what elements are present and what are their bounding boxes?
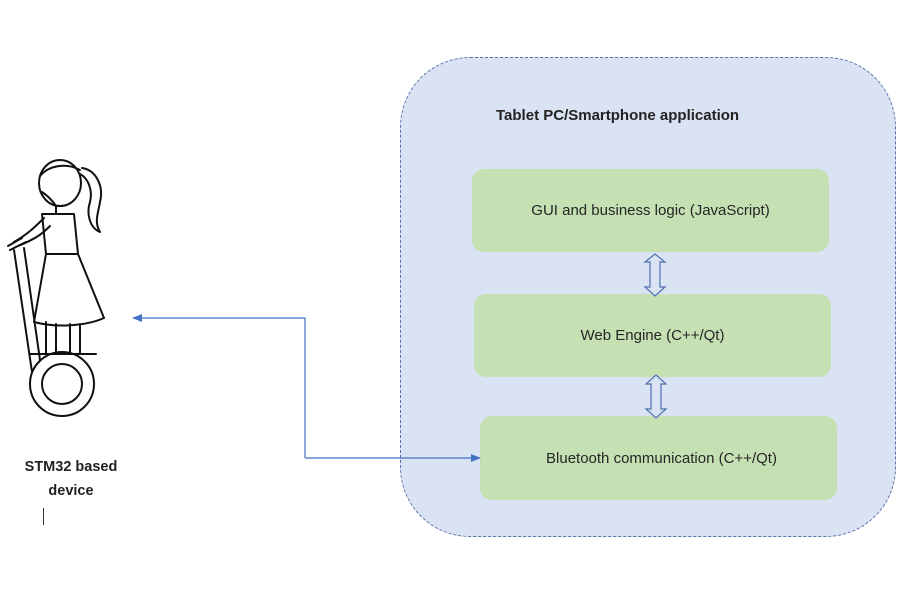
double-arrow-icon xyxy=(643,253,667,297)
layer-gui-logic: GUI and business logic (JavaScript) xyxy=(472,169,829,252)
device-label: STM32 based device xyxy=(6,455,136,503)
connector-arrow xyxy=(132,314,481,462)
person-on-segway-icon xyxy=(7,159,105,417)
layer-bluetooth: Bluetooth communication (C++/Qt) xyxy=(480,416,837,500)
app-container-title: Tablet PC/Smartphone application xyxy=(496,107,740,124)
double-arrow-icon xyxy=(644,374,668,419)
layer-web-engine: Web Engine (C++/Qt) xyxy=(474,294,831,377)
device-label-line2: device xyxy=(48,483,94,499)
text-cursor xyxy=(43,508,44,525)
device-label-line1: STM32 based xyxy=(24,459,118,475)
